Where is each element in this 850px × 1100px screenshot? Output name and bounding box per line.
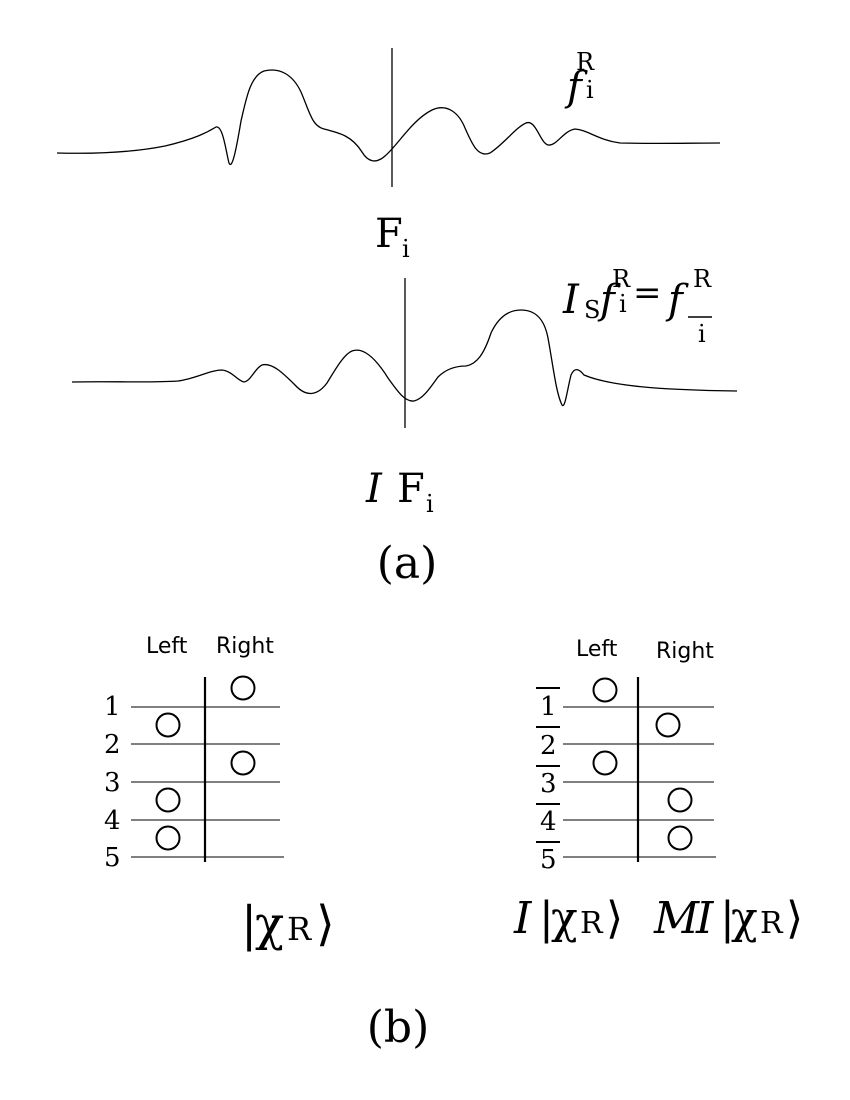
label-F-i: F i [375, 211, 410, 263]
label-MI-chi-R: M I | χ R ⟩ [653, 893, 803, 944]
I-chi-R-I: I [513, 893, 533, 944]
eq-f2: f [665, 277, 689, 323]
eq-I: I [562, 277, 580, 323]
left-diagram-header-left: Left [146, 634, 188, 659]
right-level-number-2: 2 [540, 731, 557, 761]
left-occupancy-circle-left-5 [155, 825, 181, 851]
label-IF-i: I F i [365, 466, 434, 518]
left-level-number-1: 1 [104, 692, 121, 722]
MI-chi-R-close: ⟩ [786, 893, 803, 944]
left-occupancy-circle-left-2 [155, 712, 181, 738]
waveform-top [56, 48, 721, 187]
label-I-chi-R: I | χ R ⟩ [513, 893, 623, 944]
label-F-sub: i [402, 235, 410, 263]
eq-R2: R [693, 265, 712, 293]
right-occupancy-circle-right-4 [667, 787, 693, 813]
label-F: F [375, 211, 403, 257]
right-level-number-5: 5 [540, 845, 557, 875]
eq-R: R [612, 265, 631, 293]
I-chi-R-close: ⟩ [606, 893, 623, 944]
label-f-sub: i [586, 76, 594, 104]
label-f-sup: R [576, 48, 595, 76]
I-chi-R-sub: R [580, 906, 604, 941]
right-diagram-header-right: Right [656, 639, 714, 664]
MI-chi-R-chi: χ [731, 893, 758, 944]
right-occupancy-circle-right-5 [667, 825, 693, 851]
eq-i2: i [698, 320, 706, 348]
chi-R-bar: | [241, 896, 257, 952]
eq-equals: = [633, 273, 662, 313]
waveform-bottom-curve [71, 309, 738, 407]
chi-R-sub: R [287, 910, 312, 948]
I-chi-R-chi: χ [551, 893, 578, 944]
right-occupancy-circle-left-1 [592, 677, 618, 703]
right-level-number-4: 4 [540, 807, 557, 837]
MI-chi-R-sub: R [760, 906, 784, 941]
right-occupancy-circle-right-2 [655, 712, 681, 738]
left-level-number-2: 2 [104, 730, 121, 760]
I-chi-R-bar: | [539, 893, 554, 944]
equation-IS-f: I S f i R = f R i [562, 265, 712, 348]
caption-b: (b) [367, 1002, 430, 1053]
left-level-number-5: 5 [104, 843, 121, 873]
left-occupancy-circle-right-1 [230, 675, 256, 701]
MI-chi-R-M: M [653, 893, 700, 944]
MI-chi-R-I: I [695, 893, 715, 944]
eq-S: S [584, 296, 600, 324]
level-diagram-left: Left Right 1 2 3 4 5 [104, 634, 284, 873]
label-f-i-R: f i R [564, 48, 595, 110]
right-level-number-1: 1 [540, 692, 557, 722]
chi-R-close: ⟩ [316, 896, 335, 952]
left-occupancy-circle-right-3 [230, 750, 256, 776]
waveform-bottom [71, 278, 738, 428]
left-diagram-header-right: Right [216, 634, 274, 659]
chi-R-chi: χ [255, 896, 284, 952]
right-occupancy-circle-left-3 [592, 750, 618, 776]
left-occupancy-circle-left-4 [155, 787, 181, 813]
level-diagram-right: Left Right 1 2 3 4 5 [536, 637, 716, 875]
eq-i: i [619, 290, 627, 318]
left-level-number-4: 4 [104, 806, 121, 836]
left-level-number-3: 3 [104, 768, 121, 798]
caption-a: (a) [377, 538, 438, 589]
waveform-top-curve [56, 69, 721, 166]
MI-chi-R-bar: | [720, 893, 735, 944]
right-level-number-3: 3 [540, 769, 557, 799]
label-IF-I: I [365, 466, 383, 512]
right-diagram-header-left: Left [576, 637, 618, 662]
label-IF-F: F [397, 466, 425, 512]
label-chi-R: | χ R ⟩ [241, 896, 335, 952]
label-IF-sub: i [426, 490, 434, 518]
